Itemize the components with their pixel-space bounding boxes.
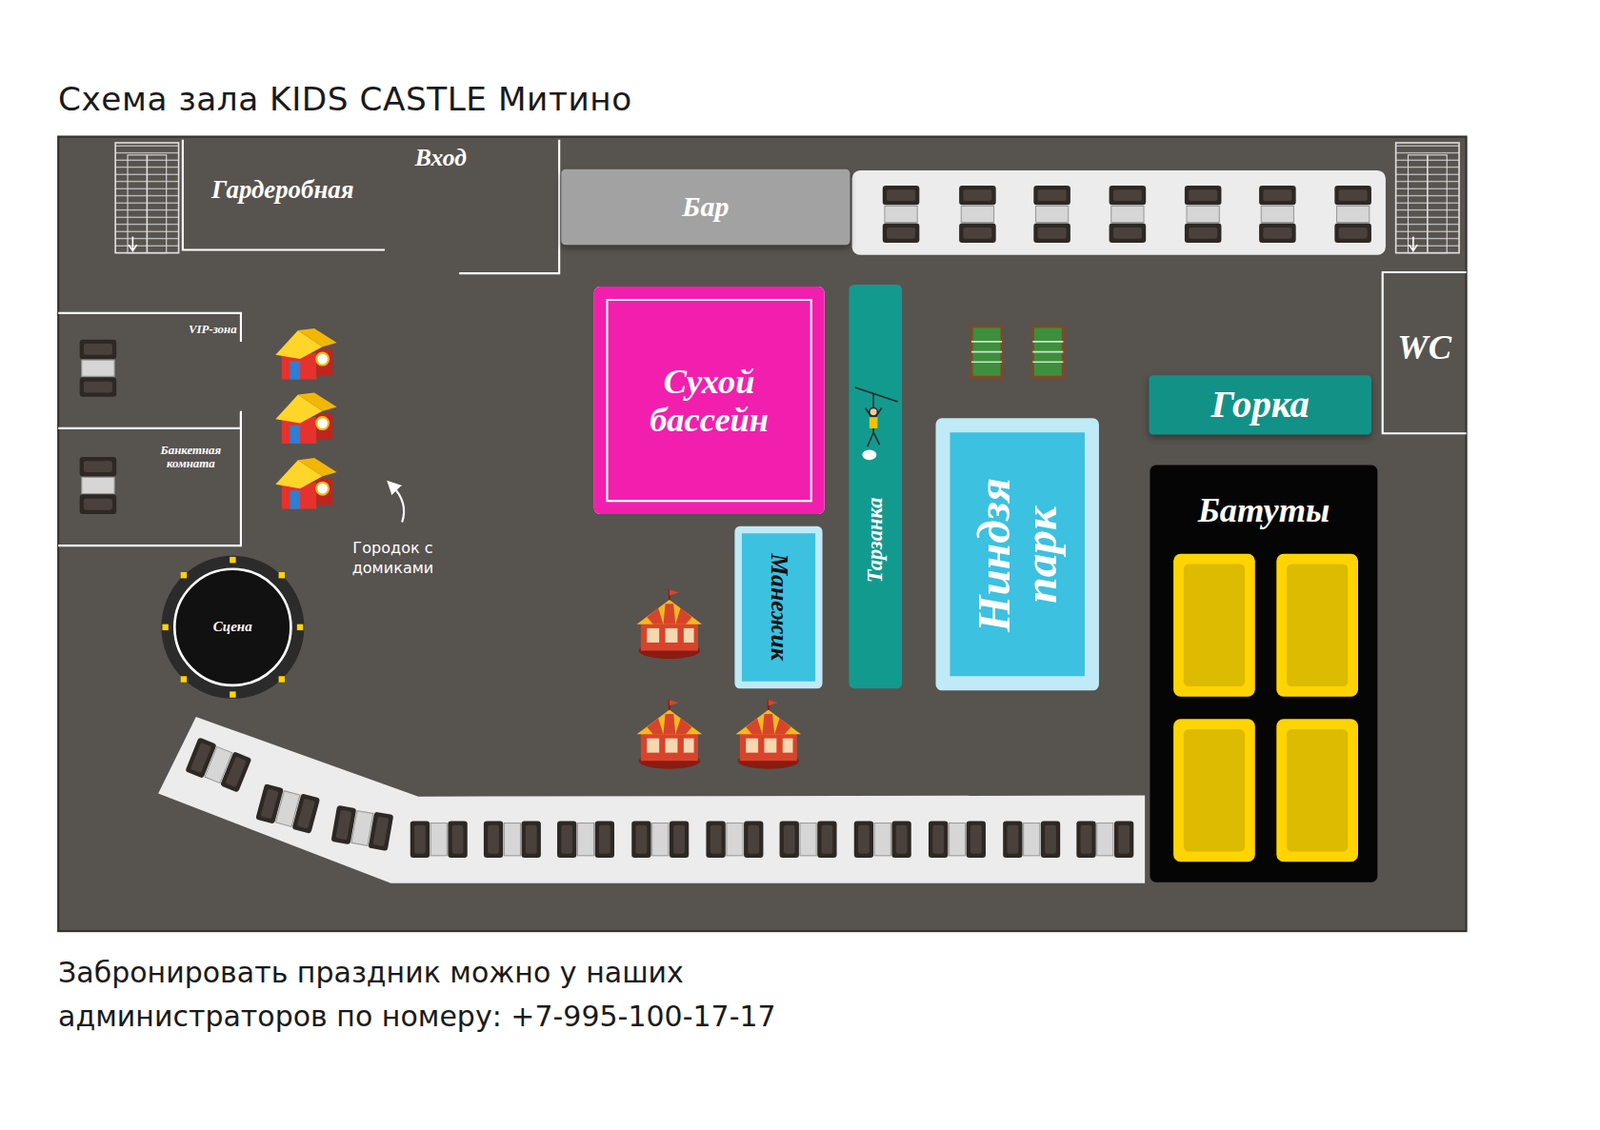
play-zone: Батуты: [1150, 477, 1379, 543]
seating-strip: [852, 170, 1386, 256]
zone-label: Горка: [1211, 383, 1310, 427]
zone-label: Сухой бассейн: [612, 361, 807, 439]
zone-label: Ниндзя парк: [970, 452, 1065, 657]
room-area: VIP-зона: [153, 318, 238, 343]
bar-counter: Бар: [560, 169, 850, 245]
zone-label: Гардеробная: [211, 176, 354, 204]
zone-label: WC: [1397, 328, 1452, 367]
zone-label: Банкетная комната: [146, 444, 235, 471]
zone-label: VIP-зона: [188, 323, 238, 338]
booking-caption: Забронировать праздник можно у наших адм…: [58, 951, 896, 1040]
play-zone: Ниндзя парк: [935, 418, 1099, 691]
trampoline-panel: [1149, 465, 1378, 883]
zone-label: Манежик: [764, 554, 792, 661]
zone-label: Батуты: [1198, 491, 1331, 530]
zipline-bar: [848, 284, 902, 689]
area-note: Городок с домиками: [326, 539, 460, 580]
zone-label: Бар: [681, 191, 729, 223]
pointer-arrow: [391, 485, 404, 523]
staircase: [115, 142, 179, 254]
zipline-figure: [855, 387, 899, 460]
plan-title: Схема зала KIDS CASTLE Митино: [58, 80, 633, 120]
floor-ground: [58, 137, 1466, 933]
room-area: Банкетная комната: [142, 437, 240, 479]
play-zone: Манежик: [734, 526, 822, 689]
play-zone: Сухой бассейн: [594, 286, 825, 515]
stage-circle: [160, 556, 304, 700]
entrance-label: Вход: [400, 142, 482, 173]
staircase: [1396, 142, 1460, 254]
play-zone: Горка: [1148, 375, 1372, 435]
stage-circle: Сцена: [175, 570, 290, 685]
zone-label: Тарзанка: [863, 498, 888, 584]
play-zone: Тарзанка: [848, 463, 902, 618]
room-area: Гардеробная: [185, 153, 380, 227]
zone-label: Сцена: [213, 620, 253, 636]
room-area: WC: [1385, 311, 1463, 385]
trampolines: [1173, 554, 1359, 863]
foosball-tables: [971, 326, 1063, 379]
house-icons: [275, 328, 337, 510]
